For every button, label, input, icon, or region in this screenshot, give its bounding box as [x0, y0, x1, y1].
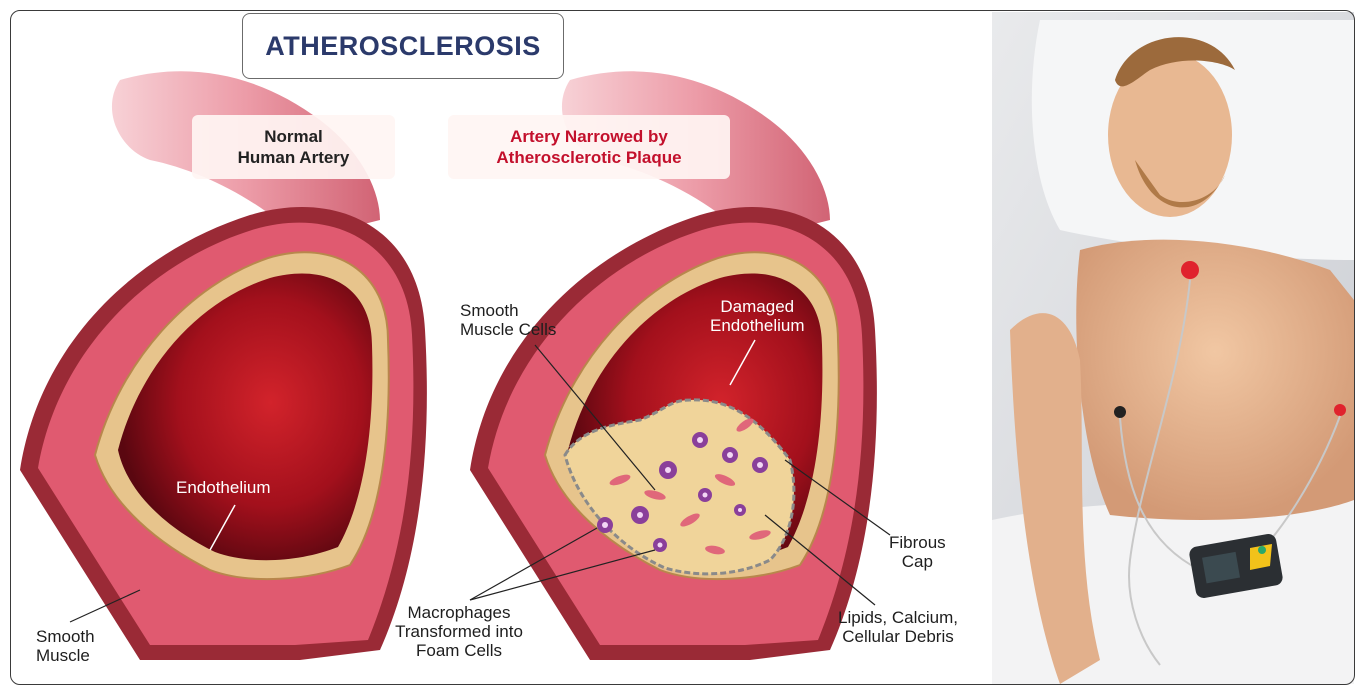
macrophages-label: Macrophages Transformed into Foam Cells — [384, 603, 534, 660]
lipids-text-2: Cellular Debris — [823, 627, 973, 646]
smooth-muscle-label: Smooth Muscle — [36, 627, 95, 665]
macrophages-text-3: Foam Cells — [384, 641, 534, 660]
lipids-text-1: Lipids, Calcium, — [823, 608, 973, 627]
fibrous-cap-text-1: Fibrous — [889, 533, 946, 552]
frame-border — [10, 10, 1355, 685]
narrowed-artery-label: Artery Narrowed by Atherosclerotic Plaqu… — [448, 115, 730, 179]
endothelium-label: Endothelium — [176, 478, 271, 497]
fibrous-cap-label: Fibrous Cap — [889, 533, 946, 571]
smooth-muscle-cells-text-1: Smooth — [460, 301, 556, 320]
smooth-muscle-cells-text-2: Muscle Cells — [460, 320, 556, 339]
smooth-muscle-cells-label: Smooth Muscle Cells — [460, 301, 556, 339]
narrowed-artery-label-line1: Artery Narrowed by — [448, 126, 730, 147]
smooth-muscle-text-1: Smooth — [36, 627, 95, 646]
damaged-endothelium-text-2: Endothelium — [710, 316, 805, 335]
normal-artery-label: Normal Human Artery — [192, 115, 395, 179]
fibrous-cap-text-2: Cap — [889, 552, 946, 571]
normal-artery-label-line1: Normal — [192, 126, 395, 147]
damaged-endothelium-label: Damaged Endothelium — [710, 297, 805, 335]
normal-artery-label-line2: Human Artery — [192, 147, 395, 168]
page-title: ATHEROSCLEROSIS — [265, 31, 541, 62]
macrophages-text-1: Macrophages — [384, 603, 534, 622]
lipids-label: Lipids, Calcium, Cellular Debris — [823, 608, 973, 646]
smooth-muscle-text-2: Muscle — [36, 646, 95, 665]
macrophages-text-2: Transformed into — [384, 622, 534, 641]
endothelium-text: Endothelium — [176, 478, 271, 497]
damaged-endothelium-text-1: Damaged — [710, 297, 805, 316]
title-box: ATHEROSCLEROSIS — [242, 13, 564, 79]
narrowed-artery-label-line2: Atherosclerotic Plaque — [448, 147, 730, 168]
